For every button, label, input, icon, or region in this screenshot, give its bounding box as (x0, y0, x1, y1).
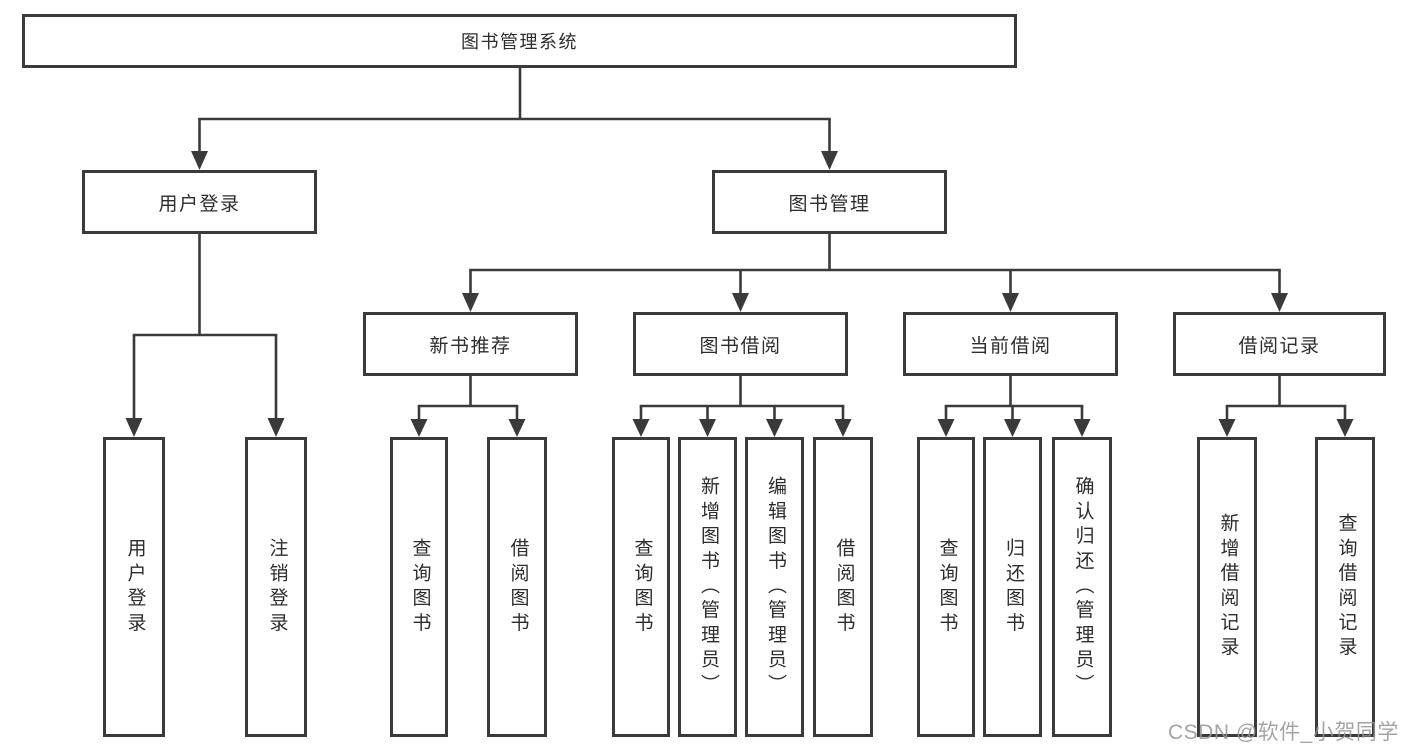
node-label: 借阅记录 (1238, 335, 1321, 357)
node-label: 新增图书（管理员） (697, 475, 719, 699)
node-book-management-branch: 图书管理 (712, 170, 947, 234)
node-label: 借阅图书 (507, 537, 529, 637)
edge-borrow-records-to-leaves (1218, 376, 1354, 437)
leaf-br-add-record: 新增借阅记录 (1197, 437, 1257, 737)
node-label: 归还图书 (1002, 537, 1024, 637)
node-label: 图书管理系统 (461, 32, 578, 52)
leaf-br-query-record: 查询借阅记录 (1315, 437, 1375, 737)
leaf-bb-query-books: 查询图书 (612, 437, 670, 737)
node-label: 新书推荐 (429, 335, 512, 357)
node-label: 用户登录 (124, 537, 146, 637)
node-label: 用户登录 (158, 193, 241, 215)
node-label: 图书借阅 (699, 335, 782, 357)
leaf-bb-borrow-books: 借阅图书 (813, 437, 873, 737)
leaf-rec-query-books: 查询图书 (390, 437, 448, 737)
node-user-login-branch: 用户登录 (82, 170, 317, 234)
node-borrowing-records: 借阅记录 (1173, 312, 1386, 376)
leaf-bb-add-books-admin: 新增图书（管理员） (678, 437, 737, 737)
node-current-borrowing: 当前借阅 (903, 312, 1118, 376)
node-label: 新增借阅记录 (1217, 512, 1239, 662)
leaf-cb-confirm-return-admin: 确认归还（管理员） (1052, 437, 1112, 737)
node-book-management-system: 图书管理系统 (22, 14, 1017, 68)
csdn-watermark: CSDN @软件_小贺同学 (1168, 721, 1399, 744)
edge-book-mgmt-to-level3 (462, 234, 1288, 312)
edge-new-book-rec-to-leaves (410, 376, 526, 437)
node-new-book-recommendation: 新书推荐 (363, 312, 578, 376)
node-label: 查询借阅记录 (1335, 512, 1357, 662)
node-label: 确认归还（管理员） (1072, 475, 1094, 699)
node-label: 编辑图书（管理员） (764, 475, 786, 699)
leaf-cb-query-books: 查询图书 (917, 437, 975, 737)
edge-user-login-to-leaves (125, 234, 285, 437)
node-label: 查询图书 (936, 537, 958, 637)
leaf-rec-borrow-books: 借阅图书 (487, 437, 547, 737)
node-label: 查询图书 (409, 537, 431, 637)
node-label: 注销登录 (266, 537, 288, 637)
edge-root-to-level2 (191, 68, 838, 170)
node-book-borrowing: 图书借阅 (633, 312, 848, 376)
edge-book-borrow-to-leaves (632, 376, 852, 437)
node-label: 图书管理 (788, 193, 871, 215)
leaf-user-login: 用户登录 (103, 437, 165, 737)
leaf-cb-return-books: 归还图书 (983, 437, 1042, 737)
node-label: 借阅图书 (833, 537, 855, 637)
leaf-bb-edit-books-admin: 编辑图书（管理员） (745, 437, 804, 737)
node-label: 查询图书 (631, 537, 653, 637)
leaf-logout: 注销登录 (245, 437, 307, 737)
edge-current-borrow-to-leaves (937, 376, 1091, 437)
node-label: 当前借阅 (969, 335, 1052, 357)
